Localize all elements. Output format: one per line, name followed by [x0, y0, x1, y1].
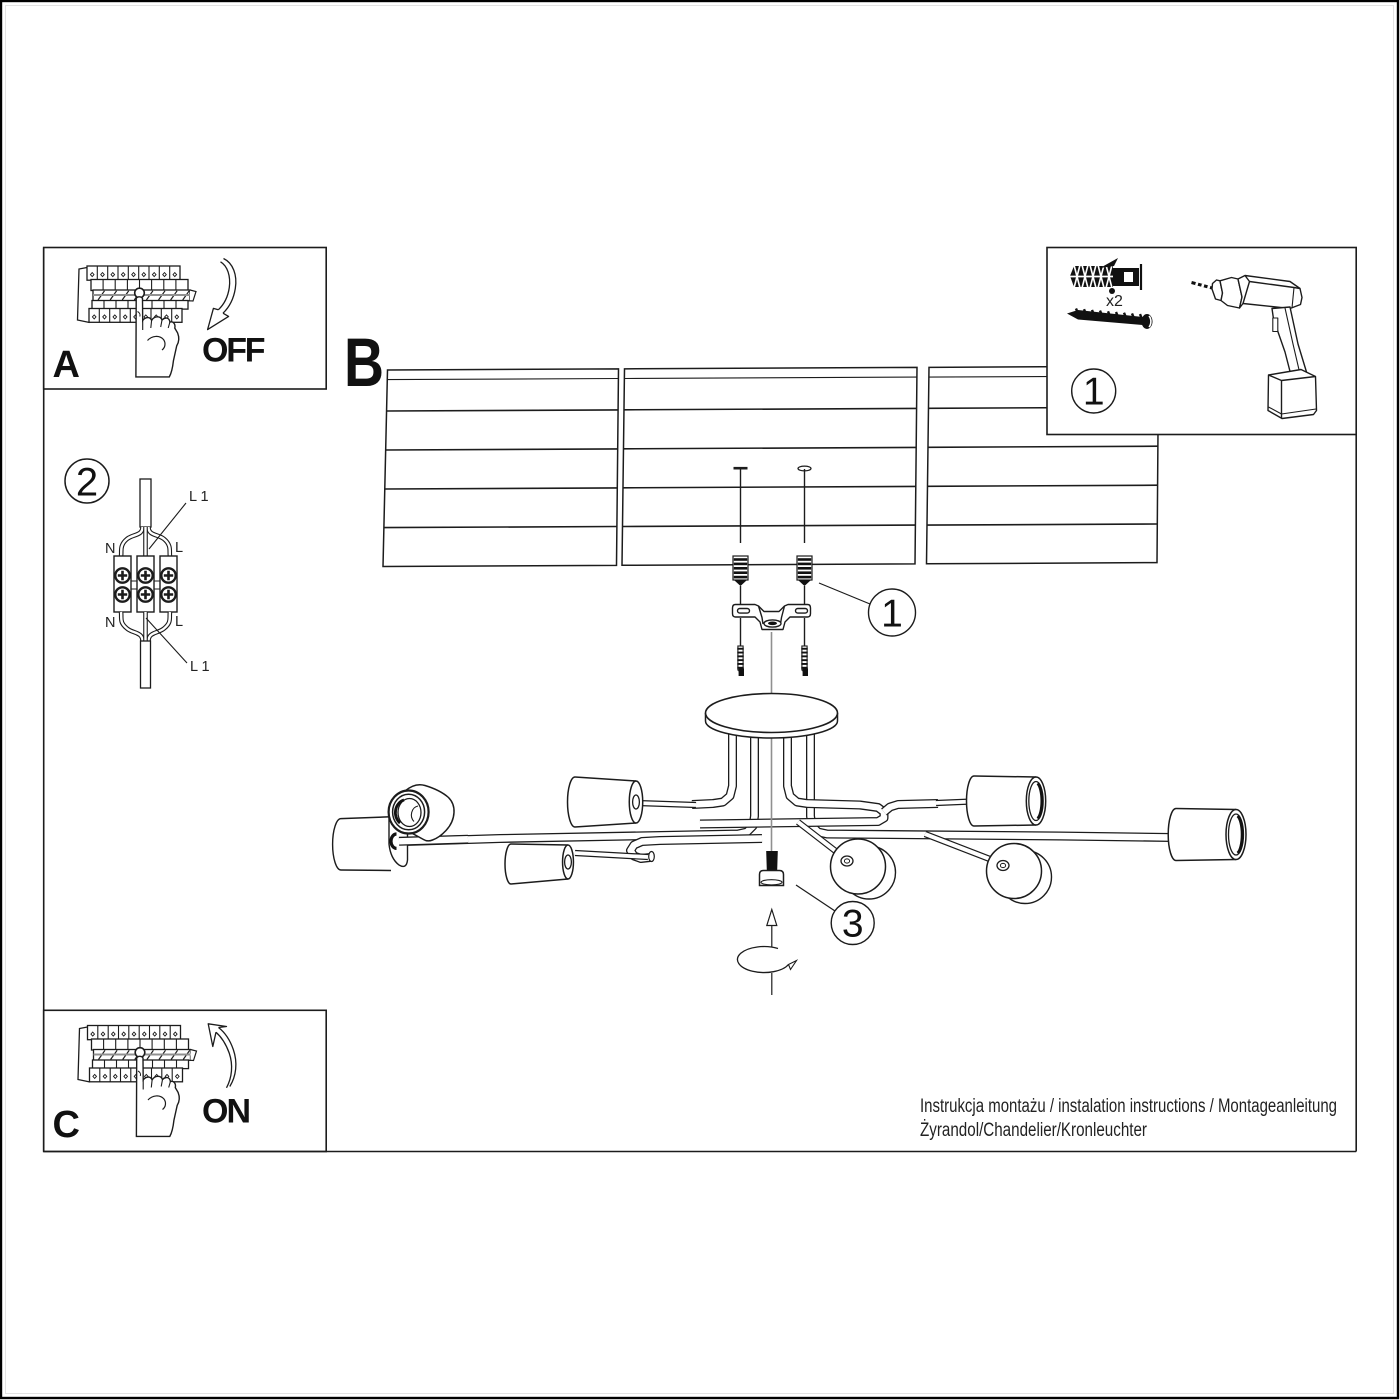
svg-text:2: 2	[76, 461, 98, 505]
svg-text:A: A	[53, 344, 80, 386]
svg-text:L: L	[175, 614, 183, 630]
svg-text:3: 3	[842, 903, 864, 946]
svg-text:1: 1	[1083, 371, 1105, 414]
svg-text:Żyrandol/Chandelier/Kronleucht: Żyrandol/Chandelier/Kronleuchter	[920, 1120, 1148, 1141]
svg-text:B: B	[344, 324, 384, 401]
svg-text:O: O	[202, 1093, 228, 1131]
svg-text:x2: x2	[1106, 293, 1123, 310]
svg-text:L 1: L 1	[189, 489, 209, 505]
svg-text:C: C	[53, 1104, 80, 1146]
svg-text:L: L	[175, 540, 183, 556]
svg-text:N: N	[105, 541, 115, 557]
svg-text:Instrukcja montażu / instalati: Instrukcja montażu / instalation instruc…	[920, 1096, 1337, 1117]
svg-text:1: 1	[881, 593, 903, 636]
svg-text:L 1: L 1	[190, 659, 210, 675]
svg-text:OFF: OFF	[202, 332, 266, 370]
svg-text:N: N	[227, 1093, 252, 1131]
svg-text:N: N	[105, 615, 115, 631]
